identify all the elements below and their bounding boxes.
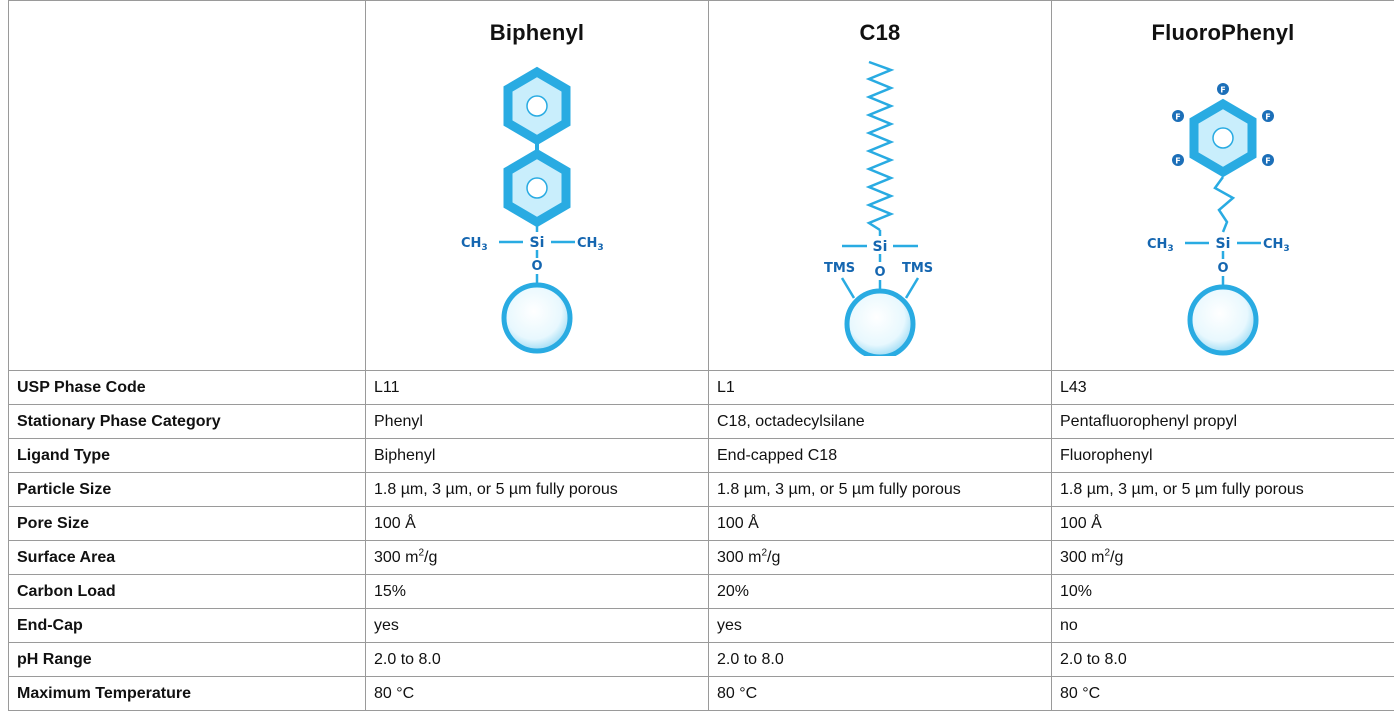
fluorine-atom-icon: F	[1172, 154, 1184, 166]
row-label: pH Range	[8, 642, 366, 677]
silica-bead-icon	[844, 288, 916, 356]
cell-biphenyl: Biphenyl	[365, 438, 709, 473]
cell-fluorophenyl: 300 m2/g	[1051, 540, 1394, 575]
cell-biphenyl: 15%	[365, 574, 709, 609]
cell-biphenyl: Phenyl	[365, 404, 709, 439]
cell-c18: 2.0 to 8.0	[708, 642, 1052, 677]
silica-bead-icon	[1187, 284, 1259, 356]
cell-fluorophenyl: Fluorophenyl	[1051, 438, 1394, 473]
header-fluorophenyl: FluoroPhenyl F F F F F	[1051, 0, 1394, 371]
cell-c18: 80 °C	[708, 676, 1052, 711]
c18-structure-diagram: Si O TMS TMS	[824, 60, 933, 356]
cell-c18: 100 Å	[708, 506, 1052, 541]
cell-c18: 20%	[708, 574, 1052, 609]
cell-c18: L1	[708, 370, 1052, 405]
cell-c18: C18, octadecylsilane	[708, 404, 1052, 439]
header-row: Biphenyl CH3	[8, 0, 1394, 371]
cell-c18: 300 m2/g	[708, 540, 1052, 575]
cell-biphenyl: L11	[365, 370, 709, 405]
fluorine-atom-icon: F	[1217, 83, 1229, 95]
alkyl-chain-icon	[865, 60, 895, 232]
row-ph-range: pH Range 2.0 to 8.0 2.0 to 8.0 2.0 to 8.…	[8, 642, 1394, 677]
cell-fluorophenyl: 80 °C	[1051, 676, 1394, 711]
row-surface-area: Surface Area 300 m2/g 300 m2/g 300 m2/g	[8, 540, 1394, 575]
header-biphenyl: Biphenyl CH3	[365, 0, 709, 371]
silicon-label: Si	[530, 235, 545, 251]
silicon-label: Si	[1216, 236, 1231, 252]
cell-biphenyl: yes	[365, 608, 709, 643]
tms-right-label: TMS	[902, 261, 933, 276]
row-ligand-type: Ligand Type Biphenyl End-capped C18 Fluo…	[8, 438, 1394, 473]
methyl-right-label: CH3	[1263, 237, 1290, 254]
row-label: Carbon Load	[8, 574, 366, 609]
fluorophenyl-structure-diagram: F F F F F CH3 Si CH3 O	[1147, 83, 1290, 356]
cell-biphenyl: 100 Å	[365, 506, 709, 541]
row-label: Surface Area	[8, 540, 366, 575]
cell-c18: yes	[708, 608, 1052, 643]
propyl-linker-icon	[1213, 176, 1236, 233]
column-name-fluorophenyl: FluoroPhenyl	[1151, 20, 1295, 45]
cell-fluorophenyl: no	[1051, 608, 1394, 643]
fluorine-atom-icon: F	[1262, 110, 1274, 122]
svg-text:F: F	[1265, 157, 1270, 166]
row-label: USP Phase Code	[8, 370, 366, 405]
methyl-left-label: CH3	[1147, 237, 1174, 254]
svg-text:F: F	[1175, 113, 1180, 122]
row-label: Stationary Phase Category	[8, 404, 366, 439]
row-stationary-phase-category: Stationary Phase Category Phenyl C18, oc…	[8, 404, 1394, 439]
cell-c18: 1.8 µm, 3 µm, or 5 µm fully porous	[708, 472, 1052, 507]
aromatic-circle-icon	[526, 95, 548, 117]
cell-fluorophenyl: L43	[1051, 370, 1394, 405]
cell-biphenyl: 80 °C	[365, 676, 709, 711]
row-label: Ligand Type	[8, 438, 366, 473]
fluorine-atom-icon: F	[1262, 154, 1274, 166]
row-pore-size: Pore Size 100 Å 100 Å 100 Å	[8, 506, 1394, 541]
biphenyl-structure-diagram: CH3 Si CH3 O	[461, 66, 604, 354]
fluorine-atom-icon: F	[1172, 110, 1184, 122]
column-comparison-table: Biphenyl CH3	[8, 0, 1394, 711]
aromatic-circle-icon	[1212, 127, 1234, 149]
cell-fluorophenyl: 1.8 µm, 3 µm, or 5 µm fully porous	[1051, 472, 1394, 507]
cell-biphenyl: 1.8 µm, 3 µm, or 5 µm fully porous	[365, 472, 709, 507]
row-label: Pore Size	[8, 506, 366, 541]
oxygen-label: O	[531, 259, 542, 274]
header-empty-cell	[8, 0, 366, 371]
header-c18: C18 Si O TMS	[708, 0, 1052, 371]
row-particle-size: Particle Size 1.8 µm, 3 µm, or 5 µm full…	[8, 472, 1394, 507]
oxygen-label: O	[874, 265, 885, 280]
aromatic-circle-icon	[526, 177, 548, 199]
methyl-right-label: CH3	[577, 236, 604, 253]
row-label: Maximum Temperature	[8, 676, 366, 711]
cell-c18: End-capped C18	[708, 438, 1052, 473]
svg-text:F: F	[1220, 86, 1225, 95]
row-label: End-Cap	[8, 608, 366, 643]
tms-left-label: TMS	[824, 261, 855, 276]
cell-fluorophenyl: 100 Å	[1051, 506, 1394, 541]
row-label: Particle Size	[8, 472, 366, 507]
svg-text:F: F	[1265, 113, 1270, 122]
cell-biphenyl: 2.0 to 8.0	[365, 642, 709, 677]
row-usp-phase-code: USP Phase Code L11 L1 L43	[8, 370, 1394, 405]
oxygen-label: O	[1217, 261, 1228, 276]
row-carbon-load: Carbon Load 15% 20% 10%	[8, 574, 1394, 609]
cell-biphenyl: 300 m2/g	[365, 540, 709, 575]
cell-fluorophenyl: Pentafluorophenyl propyl	[1051, 404, 1394, 439]
cell-fluorophenyl: 10%	[1051, 574, 1394, 609]
methyl-left-label: CH3	[461, 236, 488, 253]
row-maximum-temperature: Maximum Temperature 80 °C 80 °C 80 °C	[8, 676, 1394, 711]
svg-text:F: F	[1175, 157, 1180, 166]
silica-bead-icon	[501, 282, 573, 354]
row-end-cap: End-Cap yes yes no	[8, 608, 1394, 643]
column-name-biphenyl: Biphenyl	[489, 20, 585, 45]
cell-fluorophenyl: 2.0 to 8.0	[1051, 642, 1394, 677]
column-name-c18: C18	[859, 20, 901, 45]
silicon-label: Si	[873, 239, 888, 255]
